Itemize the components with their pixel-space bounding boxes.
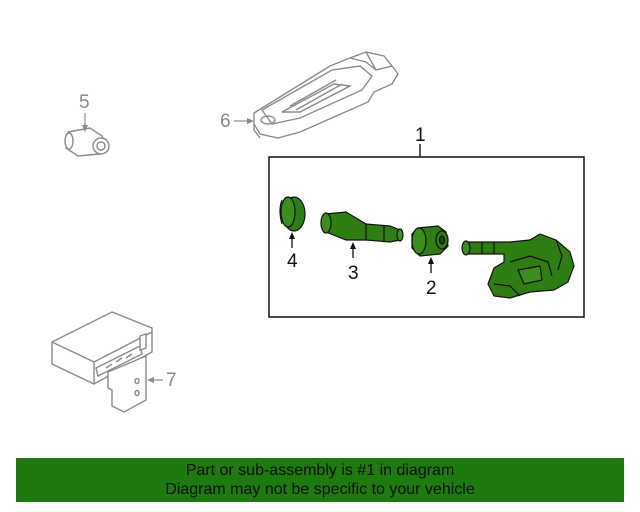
callout-4-arrow bbox=[289, 232, 295, 239]
banner-line-2: Diagram may not be specific to your vehi… bbox=[165, 481, 475, 498]
part-2-nut[interactable] bbox=[411, 225, 449, 257]
assembly-1-box bbox=[268, 156, 585, 318]
part-5-cap[interactable] bbox=[64, 127, 110, 157]
info-banner: Part or sub-assembly is #1 in diagram Di… bbox=[16, 458, 624, 502]
callout-5-arrow bbox=[82, 125, 88, 132]
part-1-tpms-sensor[interactable] bbox=[461, 233, 575, 299]
callout-2-label: 2 bbox=[426, 278, 437, 299]
callout-1-label: 1 bbox=[415, 125, 426, 146]
callout-6-arrow bbox=[247, 118, 254, 124]
callout-5-label: 5 bbox=[79, 92, 90, 113]
callout-7-label: 7 bbox=[166, 370, 177, 391]
callout-7-arrow bbox=[147, 377, 154, 383]
banner-line-1: Part or sub-assembly is #1 in diagram bbox=[185, 462, 455, 479]
callout-2-arrow bbox=[428, 257, 434, 264]
callout-4-label: 4 bbox=[287, 251, 298, 272]
callout-3-label: 3 bbox=[348, 263, 359, 284]
callout-3-arrow bbox=[350, 242, 356, 249]
part-6-sensor-module[interactable] bbox=[253, 51, 399, 139]
part-4-grommet[interactable] bbox=[279, 196, 306, 232]
part-3-valve-stem[interactable] bbox=[320, 211, 404, 243]
part-7-control-module[interactable] bbox=[51, 311, 153, 413]
callout-6-label: 6 bbox=[220, 111, 231, 132]
